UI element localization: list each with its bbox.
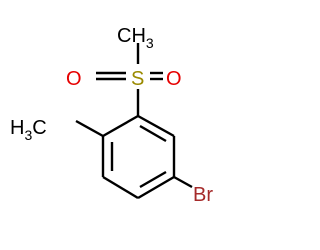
- bromine-label: Br: [193, 184, 213, 206]
- bond-ring-to-bromine: [173, 175, 193, 189]
- ring-double-bond-c2-c3: [139, 124, 167, 143]
- ring-bond-c1-c2: [102, 114, 139, 138]
- bond-ring-to-methyl-left: [75, 119, 104, 138]
- oxygen-right-label: O: [166, 68, 182, 90]
- methyl-top-label: CH3: [117, 25, 154, 51]
- ring-double-bond-c4-c5: [139, 170, 167, 189]
- ring-bond-c4-c5: [137, 175, 175, 200]
- molecule-drawing: CH3 S O O H3C Br: [10, 25, 213, 206]
- ring-bond-c5-c6: [102, 175, 139, 200]
- oxygen-left-label: O: [66, 68, 82, 90]
- sulfur-label: S: [131, 68, 144, 90]
- methyl-left-label: H3C: [10, 117, 47, 143]
- ring-bond-c2-c3: [137, 114, 175, 138]
- structure-diagram: CH3 S O O H3C Br: [10, 25, 214, 206]
